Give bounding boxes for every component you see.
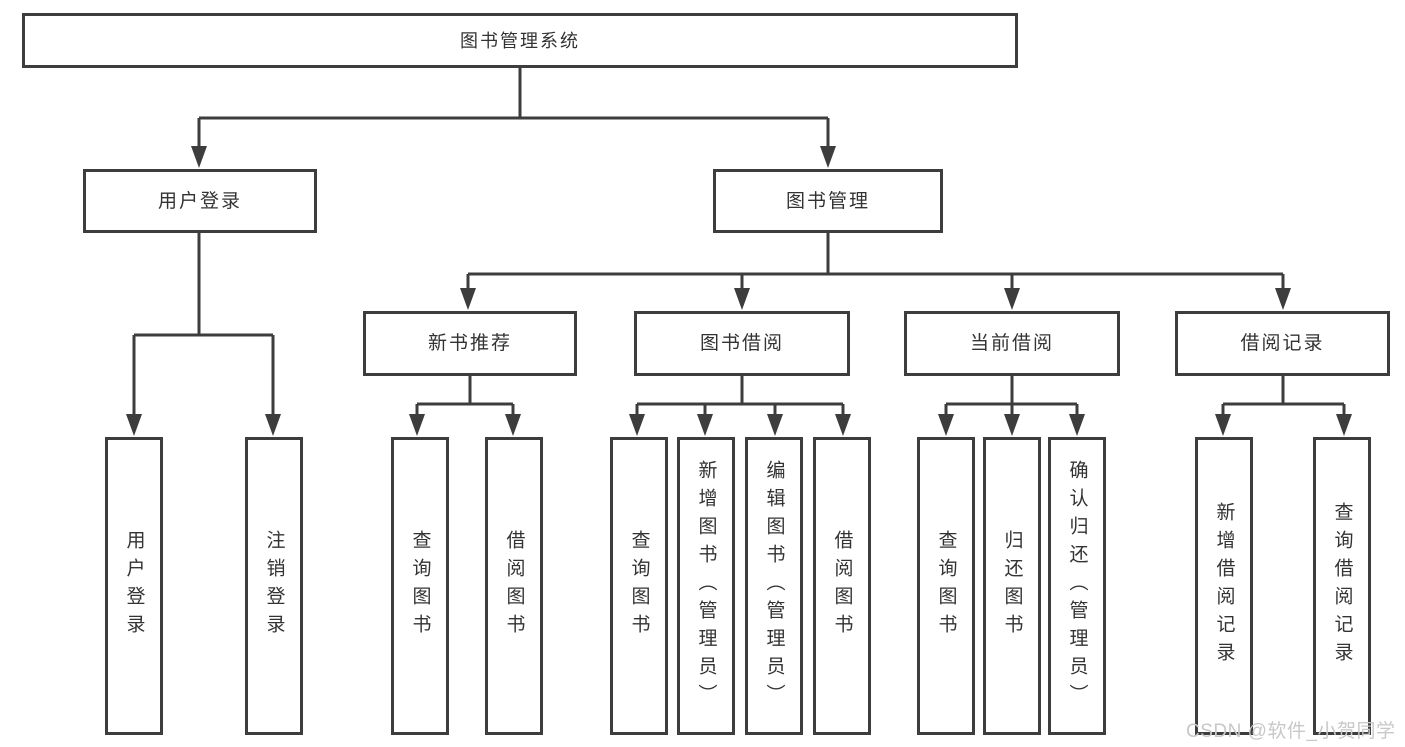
node-book-borrow: 图书借阅	[634, 311, 850, 376]
node-user-login: 用户登录	[83, 169, 317, 233]
node-new-book-recommend-label: 新书推荐	[427, 333, 512, 354]
leaf-borrow-books-recommend-label: 借阅图书	[503, 530, 525, 642]
leaf-query-borrow-record-label: 查询借阅记录	[1331, 502, 1353, 670]
watermark: CSDN @软件_小贺同学	[1186, 721, 1396, 742]
leaf-add-book-admin: 新增图书（管理员）	[677, 437, 735, 735]
node-root-label: 图书管理系统	[460, 30, 580, 51]
node-new-book-recommend: 新书推荐	[363, 311, 577, 376]
leaf-add-borrow-record: 新增借阅记录	[1195, 437, 1253, 735]
leaf-query-books-recommend: 查询图书	[391, 437, 449, 735]
leaf-logout: 注销登录	[245, 437, 303, 735]
leaf-query-books-borrow: 查询图书	[610, 437, 668, 735]
leaf-query-books-current-label: 查询图书	[935, 530, 957, 642]
leaf-return-book: 归还图书	[983, 437, 1041, 735]
leaf-add-book-admin-label: 新增图书（管理员）	[695, 460, 717, 712]
leaf-borrow-books-borrow-label: 借阅图书	[831, 530, 853, 642]
leaf-edit-book-admin: 编辑图书（管理员）	[745, 437, 803, 735]
leaf-borrow-books-borrow: 借阅图书	[813, 437, 871, 735]
leaf-logout-label: 注销登录	[263, 530, 285, 642]
leaf-borrow-books-recommend: 借阅图书	[485, 437, 543, 735]
leaf-query-books-borrow-label: 查询图书	[628, 530, 650, 642]
leaf-confirm-return-admin: 确认归还（管理员）	[1048, 437, 1106, 735]
node-root: 图书管理系统	[22, 13, 1018, 68]
leaf-return-book-label: 归还图书	[1001, 530, 1023, 642]
leaf-user-login: 用户登录	[105, 437, 163, 735]
leaf-edit-book-admin-label: 编辑图书（管理员）	[763, 460, 785, 712]
leaf-query-borrow-record: 查询借阅记录	[1313, 437, 1371, 735]
leaf-query-books-current: 查询图书	[917, 437, 975, 735]
leaf-add-borrow-record-label: 新增借阅记录	[1213, 502, 1235, 670]
leaf-query-books-recommend-label: 查询图书	[409, 530, 431, 642]
node-borrow-records-label: 借阅记录	[1240, 333, 1325, 354]
node-book-management: 图书管理	[713, 169, 943, 233]
node-book-management-label: 图书管理	[785, 190, 870, 212]
node-borrow-records: 借阅记录	[1175, 311, 1390, 376]
leaf-confirm-return-admin-label: 确认归还（管理员）	[1066, 460, 1088, 712]
leaf-user-login-label: 用户登录	[123, 530, 145, 642]
node-current-borrow: 当前借阅	[904, 311, 1120, 376]
node-current-borrow-label: 当前借阅	[969, 333, 1054, 354]
node-book-borrow-label: 图书借阅	[699, 333, 784, 354]
node-user-login-label: 用户登录	[157, 190, 242, 212]
